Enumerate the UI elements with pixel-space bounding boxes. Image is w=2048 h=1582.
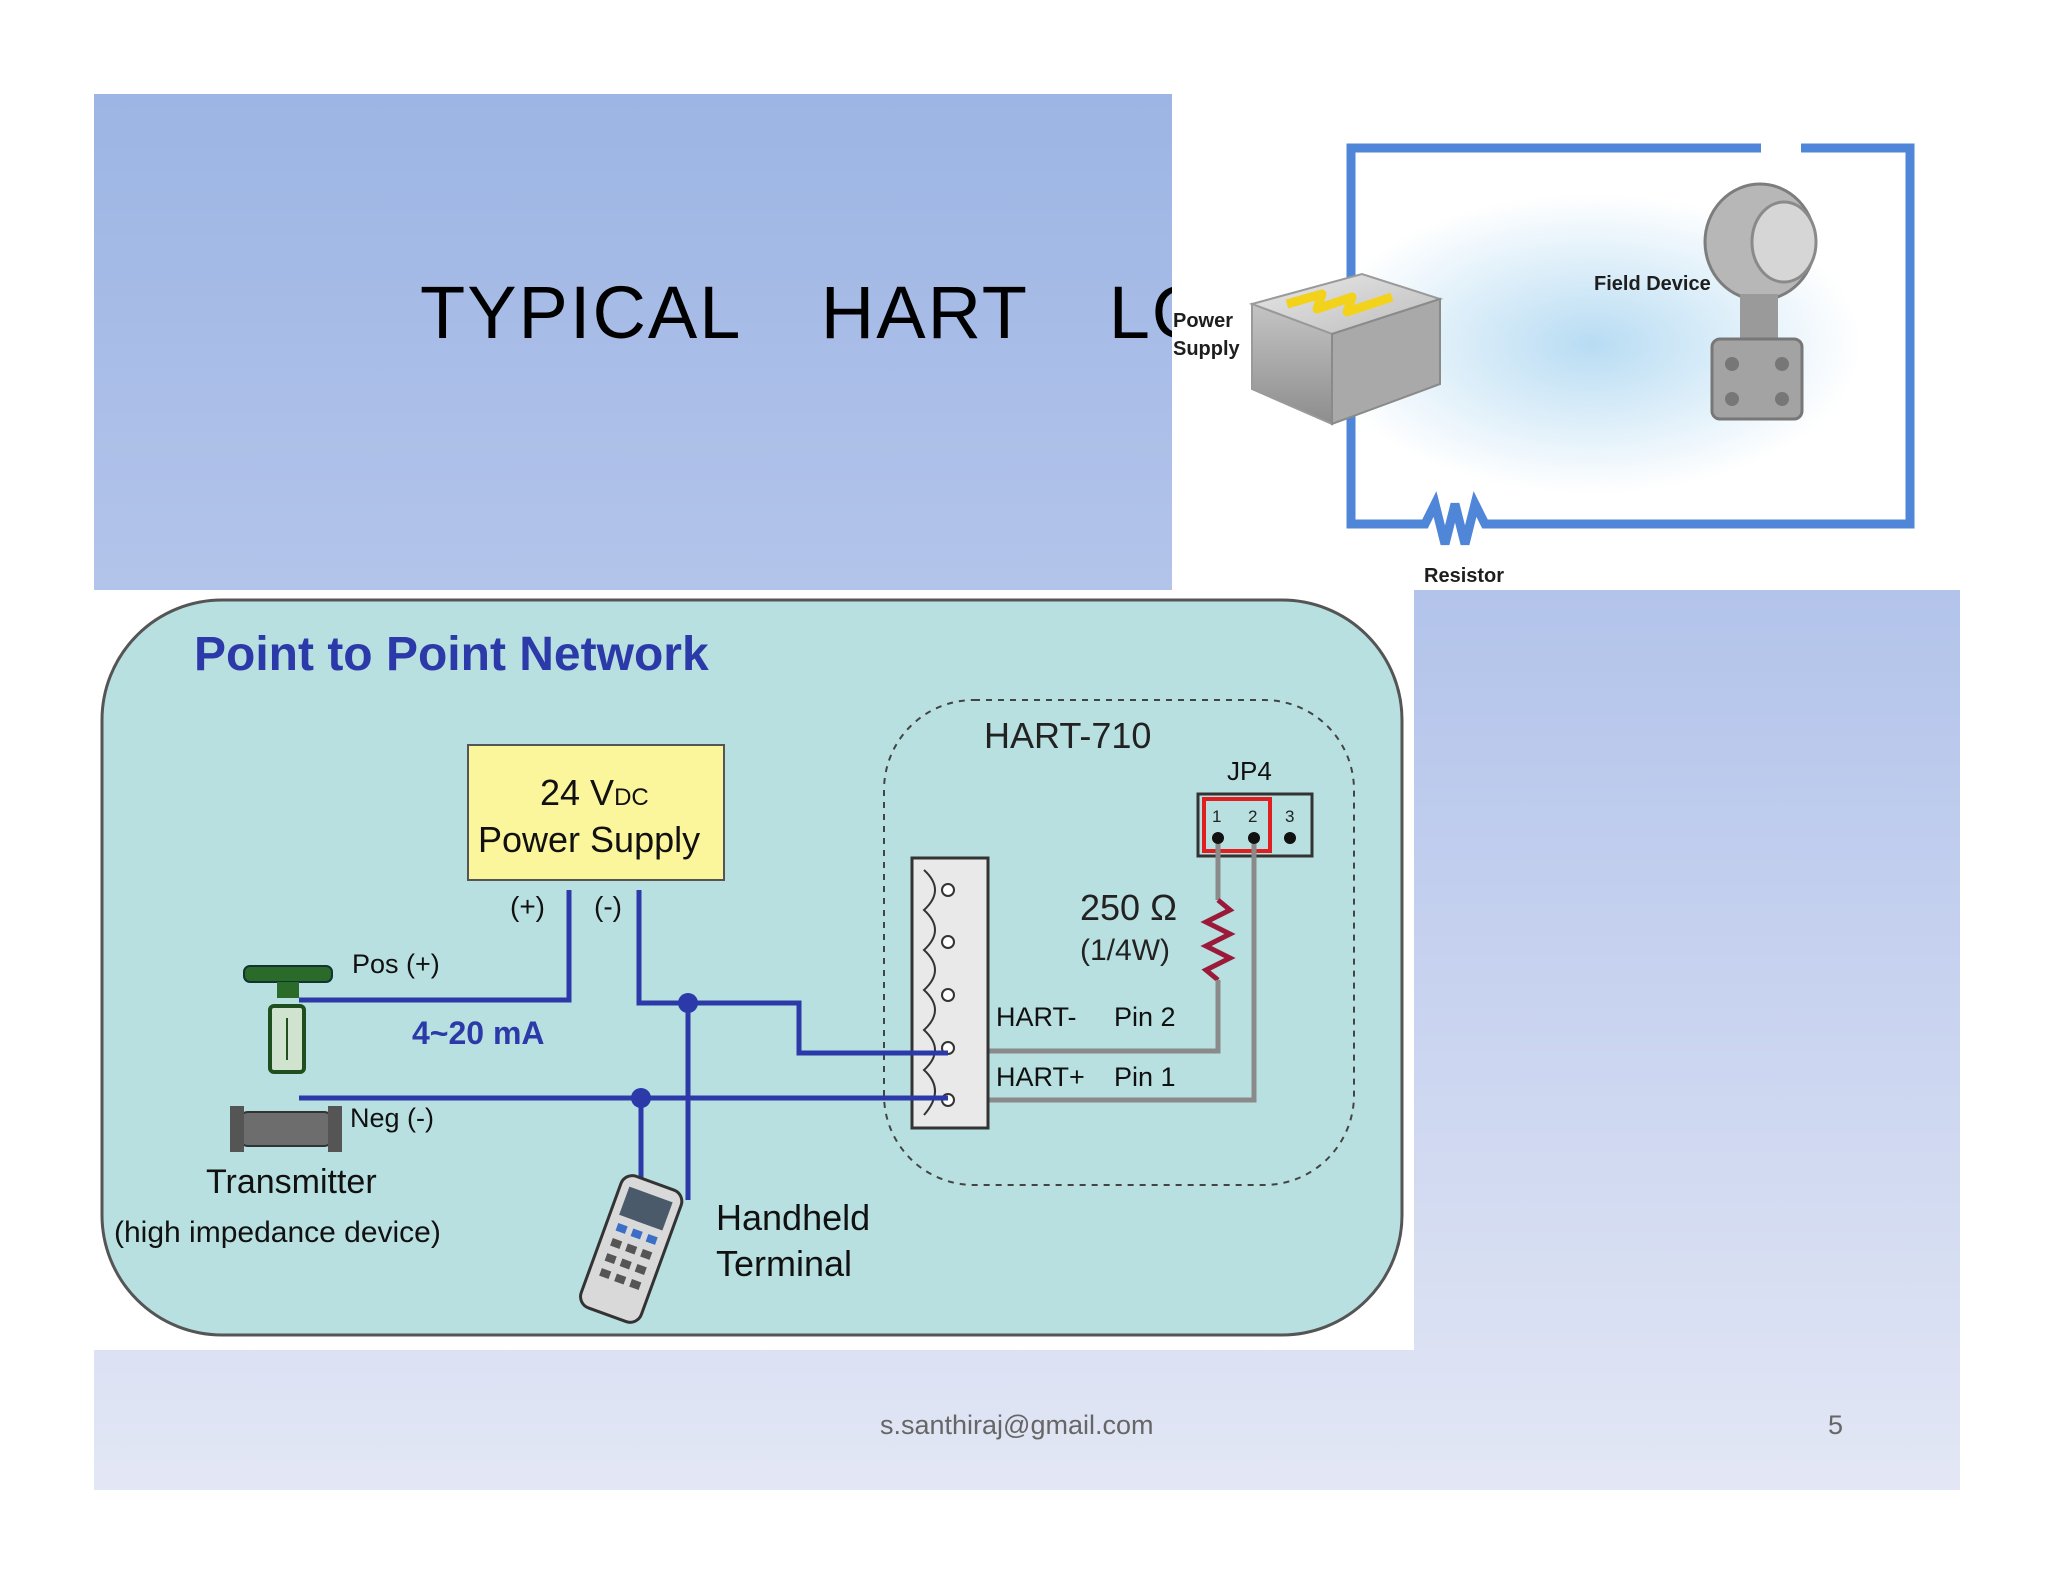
hart-plus-pin: Pin 1	[1114, 1062, 1176, 1092]
jumper-dot-1	[1212, 832, 1224, 844]
jumper-dot-2	[1248, 832, 1260, 844]
negative-wire-to-module	[636, 890, 948, 1056]
transmitter-note: (high impedance device)	[114, 1216, 441, 1249]
jumper-pin-1: 1	[1212, 807, 1221, 826]
hart-minus-pin: Pin 2	[1114, 1002, 1176, 1032]
jumper-pin-2: 2	[1248, 807, 1257, 826]
pos-label: Pos (+)	[352, 949, 440, 979]
power-supply-voltage: 24 VDC	[540, 772, 649, 813]
field-device-label: Field Device	[1594, 273, 1711, 295]
footer-email: s.santhiraj@gmail.com	[880, 1410, 1154, 1440]
transmitter-icon	[230, 965, 342, 1152]
power-supply-box-icon	[1248, 272, 1444, 426]
loop-wire	[1346, 143, 1915, 546]
resistor-rating: (1/4W)	[1080, 934, 1170, 967]
hart-plus-label: HART+	[996, 1062, 1085, 1092]
junction-dot-top	[678, 993, 698, 1013]
hart-710-region	[883, 699, 1355, 1186]
hart-loop-picture: Power Supply Field Device Resistor	[1172, 94, 1960, 590]
power-supply-label: Power Supply	[478, 819, 700, 860]
point-to-point-diagram: Point to Point Network HART-710 JP4 1 2 …	[94, 590, 1414, 1350]
jumper-highlight	[1202, 797, 1272, 853]
junction-dot-bottom	[631, 1088, 651, 1108]
supply-label-2: Supply	[1173, 338, 1241, 360]
resistor-label: Resistor	[1424, 565, 1504, 587]
power-label-1: Power	[1173, 310, 1233, 332]
neg-label: Neg (-)	[350, 1103, 434, 1133]
positive-wire	[299, 890, 572, 1003]
current-label: 4~20 mA	[412, 1015, 545, 1051]
resistor-icon	[1200, 898, 1236, 982]
handheld-label-1: Handheld	[716, 1197, 870, 1238]
jumper-dot-3	[1284, 832, 1296, 844]
resistor-value: 250 Ω	[1080, 887, 1177, 928]
transmitter-label: Transmitter	[206, 1163, 377, 1201]
page-number: 5	[1828, 1410, 1844, 1440]
terminal-block-icon	[910, 856, 990, 1130]
field-device-icon	[1703, 182, 1818, 421]
diagram-title: Point to Point Network	[194, 628, 709, 681]
handheld-terminal-icon	[579, 1174, 684, 1324]
hart-plus-gray-wire	[954, 844, 1257, 1103]
jumper-label: JP4	[1227, 756, 1272, 786]
minus-terminal: (-)	[594, 891, 622, 922]
hart-minus-gray-wire	[954, 980, 1221, 1054]
hart-minus-label: HART-	[996, 1002, 1077, 1032]
power-supply-box	[467, 744, 725, 881]
jumper-pin-3: 3	[1285, 807, 1294, 826]
plus-terminal: (+)	[510, 891, 545, 922]
handheld-label-2: Terminal	[716, 1243, 852, 1284]
module-label: HART-710	[984, 715, 1151, 756]
diagram-panel	[100, 598, 1404, 1337]
